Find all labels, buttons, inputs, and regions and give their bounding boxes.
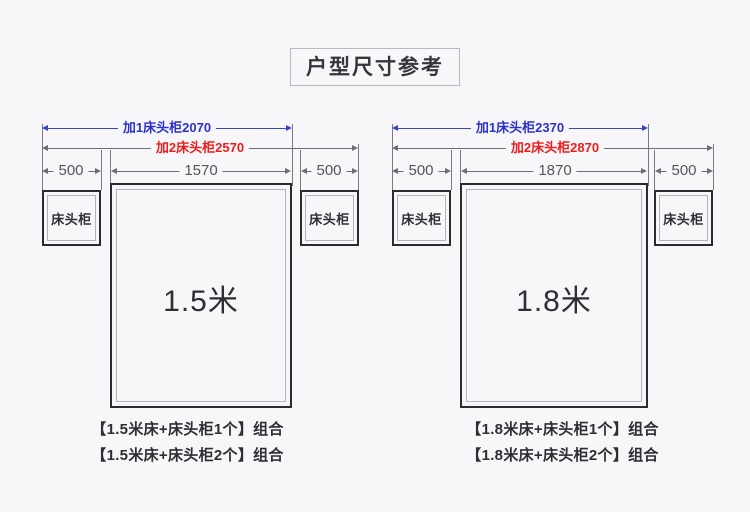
diagram-bed-1-8m: 加1床头柜2370 加2床头柜2870 500 1870 500 床头柜 xyxy=(375,0,750,512)
caption-line-2: 【1.8米床+床头柜2个】组合 xyxy=(466,447,659,464)
extension-line-far-right xyxy=(358,144,359,190)
bed-inner: 1.5米 xyxy=(116,189,286,402)
arrow-right-total-one xyxy=(286,125,292,131)
nightstand-label-left: 床头柜 xyxy=(51,211,92,227)
nightstand-box-left[interactable]: 床头柜 xyxy=(42,190,101,246)
dimension-label-right-nightstand-width: 500 xyxy=(666,163,702,178)
dimension-label-total-two-nightstands: 加2床头柜2570 xyxy=(150,141,250,155)
arrow-right-500-right xyxy=(352,168,358,174)
extension-line-far-left xyxy=(392,124,393,190)
dimension-label-right-nightstand-width: 500 xyxy=(311,163,347,178)
nightstand-inner-right: 床头柜 xyxy=(659,195,708,241)
arrow-left-500-left xyxy=(42,168,48,174)
extension-line-right-nightstand-inner xyxy=(654,150,655,190)
dimension-label-bed-width: 1570 xyxy=(179,163,223,178)
nightstand-box-right[interactable]: 床头柜 xyxy=(300,190,359,246)
arrow-right-500-left xyxy=(95,168,101,174)
diagram-bed-1-5m: 加1床头柜2070 加2床头柜2570 500 1570 500 床头柜 xyxy=(42,121,359,464)
extension-line-bed-right xyxy=(648,124,649,186)
caption-line-1: 【1.5米床+床头柜1个】组合 xyxy=(91,421,284,438)
dimension-label-total-two-nightstands: 加2床头柜2870 xyxy=(505,141,605,155)
nightstand-inner-left: 床头柜 xyxy=(47,195,96,241)
dimension-label-total-one-nightstand: 加1床头柜2370 xyxy=(470,121,570,135)
arrow-left-bed-width xyxy=(111,168,117,174)
page-title-box: 户型尺寸参考 xyxy=(290,48,460,86)
arrow-right-bed-width xyxy=(285,168,291,174)
arrow-left-500-right xyxy=(655,168,661,174)
arrow-left-total-two xyxy=(42,145,48,151)
extension-line-far-right xyxy=(713,144,714,190)
nightstand-inner-left: 床头柜 xyxy=(397,195,446,241)
caption-line-1: 【1.8米床+床头柜1个】组合 xyxy=(466,421,659,438)
dimension-label-total-one-nightstand: 加1床头柜2070 xyxy=(117,121,217,135)
extension-line-right-nightstand-inner xyxy=(300,150,301,190)
caption-line-2: 【1.5米床+床头柜2个】组合 xyxy=(91,447,284,464)
arrow-right-total-one xyxy=(642,125,648,131)
page-title: 户型尺寸参考 xyxy=(306,55,444,79)
extension-line-far-left xyxy=(42,124,43,190)
bed-size-label: 1.8米 xyxy=(516,285,592,318)
arrow-left-500-left xyxy=(392,168,398,174)
nightstand-label-right: 床头柜 xyxy=(663,211,704,227)
arrow-right-500-left xyxy=(445,168,451,174)
dimension-label-left-nightstand-width: 500 xyxy=(403,163,439,178)
bed-box[interactable]: 1.5米 xyxy=(110,183,292,408)
extension-line-bed-left xyxy=(110,150,111,186)
nightstand-box-left[interactable]: 床头柜 xyxy=(392,190,451,246)
arrow-left-total-one xyxy=(42,125,48,131)
arrow-right-bed-width xyxy=(641,168,647,174)
nightstand-label-left: 床头柜 xyxy=(401,211,442,227)
extension-line-bed-right xyxy=(292,124,293,186)
nightstand-box-right[interactable]: 床头柜 xyxy=(654,190,713,246)
arrow-right-500-right xyxy=(707,168,713,174)
arrow-left-500-right xyxy=(301,168,307,174)
nightstand-label-right: 床头柜 xyxy=(309,211,350,227)
dimension-label-bed-width: 1870 xyxy=(533,163,577,178)
nightstand-inner-right: 床头柜 xyxy=(305,195,354,241)
bed-inner: 1.8米 xyxy=(466,189,642,402)
arrow-right-total-two xyxy=(707,145,713,151)
arrow-left-total-two xyxy=(392,145,398,151)
dimension-label-left-nightstand-width: 500 xyxy=(53,163,89,178)
extension-line-bed-left xyxy=(460,150,461,186)
extension-line-left-nightstand-inner xyxy=(101,150,102,190)
bed-box[interactable]: 1.8米 xyxy=(460,183,648,408)
extension-line-left-nightstand-inner xyxy=(451,150,452,190)
arrow-left-bed-width xyxy=(461,168,467,174)
arrow-left-total-one xyxy=(392,125,398,131)
bed-size-label: 1.5米 xyxy=(163,285,239,318)
arrow-right-total-two xyxy=(352,145,358,151)
